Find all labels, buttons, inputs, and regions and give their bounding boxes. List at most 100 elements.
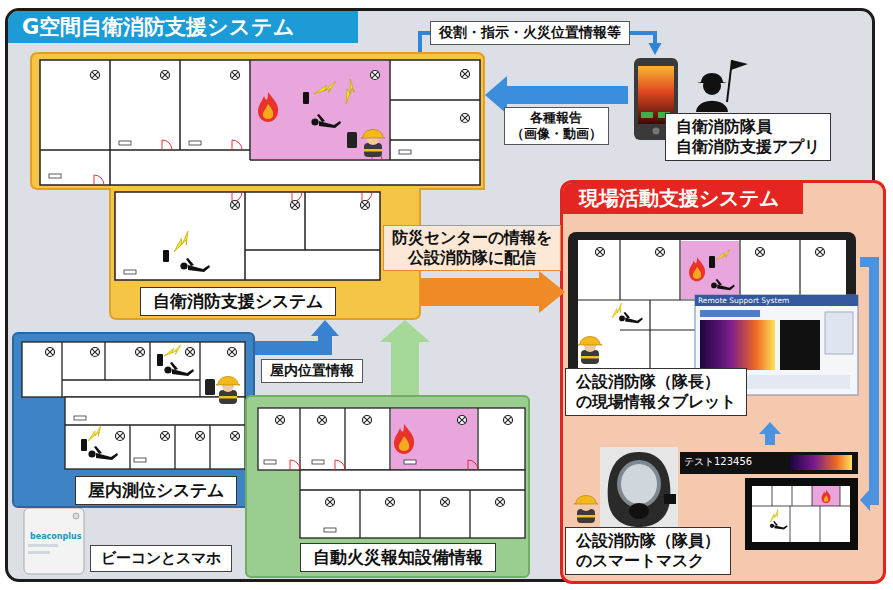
svg-use	[504, 416, 513, 425]
svg-circle	[73, 513, 79, 519]
tablet-node: 公設消防隊（隊長） の現場情報タブレット	[565, 228, 860, 422]
svg-use	[216, 377, 240, 405]
svg-use	[441, 498, 450, 507]
svg-use	[756, 248, 765, 257]
svg-use	[318, 416, 327, 425]
svg-use	[91, 71, 100, 80]
svg-use	[371, 71, 380, 80]
app-label: 自衛消防隊員 自衛消防支援アプリ	[665, 113, 831, 161]
device-node: ビーコンとスマホ	[90, 545, 235, 575]
svg-rect	[641, 112, 653, 118]
svg-use	[162, 140, 172, 150]
svg-g	[22, 342, 245, 469]
svg-use	[134, 458, 146, 462]
edge-label-holder: 屋内位置情報	[261, 359, 363, 383]
svg-use	[196, 432, 205, 441]
svg-path	[300, 408, 525, 538]
svg-use	[186, 348, 195, 357]
svg-path	[727, 60, 732, 102]
svg-rect	[391, 409, 477, 469]
svg-use	[656, 248, 665, 257]
svg-use	[689, 257, 705, 281]
frame-title: 現場活動支援システム	[563, 183, 803, 214]
svg-use	[119, 141, 131, 145]
svg-rect	[65, 397, 245, 469]
svg-g	[258, 408, 525, 538]
svg-use	[164, 362, 194, 376]
svg-use	[461, 114, 470, 123]
device-label: ビーコンとスマホ	[90, 545, 232, 572]
svg-rect	[300, 470, 525, 538]
label-holder: テスト123456	[684, 456, 752, 468]
svg-rect	[825, 312, 853, 354]
svg-rect	[600, 447, 678, 529]
svg-rect	[578, 240, 846, 372]
svg-use	[189, 141, 201, 145]
svg-use	[711, 279, 735, 290]
svg-use	[578, 337, 602, 365]
svg-use	[91, 348, 100, 357]
svg-use	[291, 201, 300, 210]
svg-use	[81, 439, 87, 451]
svg-use	[326, 498, 335, 507]
text-line: の現場情報タブレット	[576, 392, 736, 412]
svg-use	[116, 432, 125, 441]
frame-title: G空間自衛消防支援システム	[8, 11, 358, 43]
text-line: のスマートマスク	[576, 551, 720, 571]
connector-arrow	[420, 271, 565, 313]
svg-use	[312, 81, 338, 96]
edge-label: 防災センターの情報を 公設消防隊に配信	[383, 225, 561, 271]
svg-use	[574, 496, 598, 524]
svg-use	[74, 416, 86, 420]
svg-use	[162, 345, 183, 358]
connector-line	[765, 434, 775, 445]
svg-rect	[28, 551, 50, 554]
svg-rect	[40, 60, 480, 185]
system-frame: 現場活動支援システム 公設消防隊（隊長） の現場情報タブレット 公設消防隊（隊員…	[560, 180, 886, 584]
svg-use	[94, 175, 104, 185]
connector-arrow	[860, 262, 874, 511]
edge-label: 屋内位置情報	[261, 359, 363, 383]
svg-use	[49, 174, 61, 178]
svg-path	[578, 240, 846, 372]
svg-rect	[22, 342, 245, 397]
svg-use	[290, 460, 300, 470]
svg-use	[496, 498, 505, 507]
svg-use	[46, 348, 55, 357]
svg-rect	[780, 320, 820, 370]
svg-use	[361, 201, 370, 210]
edge-label-holder: 各種報告 （画像・動画）	[504, 107, 609, 146]
system-panel: 自衛消防支援システム	[30, 52, 485, 320]
svg-use	[822, 490, 831, 504]
svg-ellipse	[629, 503, 649, 519]
svg-use	[205, 379, 215, 395]
svg-use	[770, 521, 788, 529]
svg-rect	[251, 61, 389, 159]
connector-arrow	[380, 320, 430, 395]
svg-use	[231, 201, 240, 210]
text-line: （画像・動画）	[511, 126, 602, 142]
edge-label: 役割・指示・火災位置情報等	[430, 21, 630, 45]
arrow-head	[759, 422, 781, 434]
svg-rect	[680, 452, 858, 474]
svg-use	[339, 79, 359, 105]
svg-use	[157, 354, 163, 366]
svg-path	[696, 101, 728, 112]
text-line: 防災センターの情報を	[392, 228, 552, 248]
text-line: 公設消防隊（隊長）	[576, 372, 736, 392]
text-line: 自衛消防隊員	[676, 117, 820, 137]
svg-rect	[28, 544, 58, 547]
svg-use	[169, 231, 194, 254]
svg-use	[363, 416, 372, 425]
svg-use	[468, 460, 478, 470]
connector-arrow	[255, 320, 339, 348]
connector-line	[255, 336, 325, 348]
device-brand-text: beaconplus	[30, 532, 81, 542]
svg-use	[362, 192, 372, 202]
svg-use	[347, 132, 357, 148]
device-label: 公設消防隊（隊長） の現場情報タブレット	[565, 368, 747, 416]
svg-use	[619, 312, 643, 323]
arrow-head	[860, 489, 870, 511]
yellow-panel-outline	[30, 52, 485, 320]
